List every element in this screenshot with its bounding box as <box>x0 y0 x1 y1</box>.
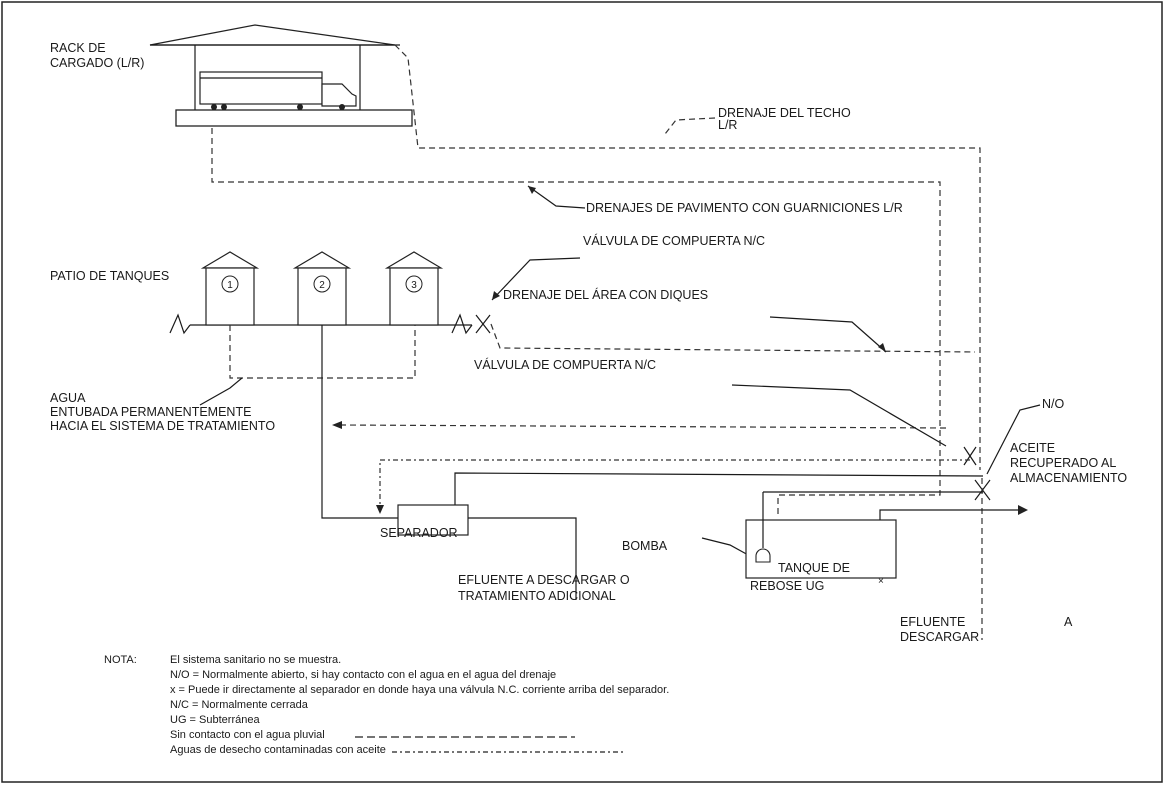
pavement-drain-leader <box>527 185 586 209</box>
loading-rack-icon <box>149 24 413 127</box>
gate-valve-mid-label: VÁLVULA DE COMPUERTA N/C <box>474 357 656 372</box>
oil-recovery-line <box>454 472 984 505</box>
piped-water-line1: AGUA <box>50 391 86 405</box>
tank-3-icon: 3 <box>384 251 444 326</box>
tank-1-number: 1 <box>227 280 233 291</box>
roof-drain-label-line2: L/R <box>718 118 737 132</box>
overflow-tank-line2: REBOSE UG <box>750 579 824 593</box>
pavement-drain-line <box>211 128 941 518</box>
recovered-oil-line1: ACEITE <box>1010 441 1055 455</box>
truck-trailer <box>199 71 323 105</box>
diked-area-drain-label: DRENAJE DEL ÁREA CON DIQUES <box>503 287 708 302</box>
diked-area-drain-line <box>490 323 976 353</box>
effluent-discharge-line2: DESCARGAR <box>900 630 979 644</box>
note-line-7: Aguas de desecho contaminadas con aceite <box>170 744 386 756</box>
pump-leader <box>701 537 751 557</box>
note-line-6: Sin contacto con el agua pluvial <box>170 729 325 741</box>
notes-block: NOTA: El sistema sanitario no se muestra… <box>104 654 669 756</box>
separator-outlet-line <box>468 517 577 600</box>
pavement-drains-label: DRENAJES DE PAVIMENTO CON GUARNICIONES L… <box>586 201 903 215</box>
note-line-1: El sistema sanitario no se muestra. <box>170 654 341 666</box>
separator-box <box>397 504 469 536</box>
gate-valve-top-label: VÁLVULA DE COMPUERTA N/C <box>583 233 765 248</box>
separator-label: SEPARADOR <box>380 526 458 540</box>
no-leader <box>986 404 1041 475</box>
effluent-treatment-line2: TRATAMIENTO ADICIONAL <box>458 589 616 603</box>
oily-water-line <box>379 459 970 512</box>
tank-yard-label: PATIO DE TANQUES <box>50 269 169 283</box>
gate-valve-top-leader <box>491 257 581 301</box>
effluent-treatment-line1: EFLUENTE A DESCARGAR O <box>458 573 630 587</box>
return-to-treatment-line <box>339 424 947 429</box>
effluent-discharge-a: A <box>1064 615 1073 629</box>
rack-label-line2: CARGADO (L/R) <box>50 56 144 70</box>
diked-area-leader <box>769 316 887 353</box>
effluent-discharge-line1: EFLUENTE <box>900 615 965 629</box>
roof-drain-label-line1: DRENAJE DEL TECHO <box>718 106 851 120</box>
tank-mark: × <box>878 576 884 587</box>
roof-drain-leader <box>664 117 716 135</box>
recovered-oil-line3: ALMACENAMIENTO <box>1010 471 1127 485</box>
note-line-3: x = Puede ir directamente al separador e… <box>170 684 669 696</box>
notes-heading: NOTA: <box>104 654 137 666</box>
tank-1-icon: 1 <box>200 251 260 326</box>
note-line-2: N/O = Normalmente abierto, si hay contac… <box>170 669 556 681</box>
valve-mid-leader <box>731 384 947 447</box>
piped-water-line2: ENTUBADA PERMANENTEMENTE <box>50 405 251 419</box>
roof-drain-line <box>394 44 981 470</box>
rack-label-line1: RACK DE <box>50 41 106 55</box>
tank-yard-to-separator <box>321 325 398 519</box>
note-line-5: UG = Subterránea <box>170 714 260 726</box>
pump-label: BOMBA <box>622 539 668 553</box>
valve-x-upper-icon <box>963 446 977 466</box>
no-label: N/O <box>1042 397 1065 411</box>
recovered-oil-line2: RECUPERADO AL <box>1010 456 1116 470</box>
tank-2-number: 2 <box>319 280 325 291</box>
pump-icon <box>755 548 771 563</box>
tank-2-icon: 2 <box>292 251 352 326</box>
gate-valve-x-icon <box>475 314 491 334</box>
recovered-oil-outlet <box>879 509 1020 520</box>
piped-water-line3: HACIA EL SISTEMA DE TRATAMIENTO <box>50 419 275 433</box>
note-line-4: N/C = Normalmente cerrada <box>170 699 309 711</box>
piped-water-leader <box>199 377 243 406</box>
overflow-tank-box <box>745 519 897 579</box>
truck-cab <box>321 83 357 107</box>
tank-yard: 1 2 3 <box>169 251 473 335</box>
overflow-tank-line1: TANQUE DE <box>778 561 850 575</box>
tank-3-number: 3 <box>411 280 417 291</box>
